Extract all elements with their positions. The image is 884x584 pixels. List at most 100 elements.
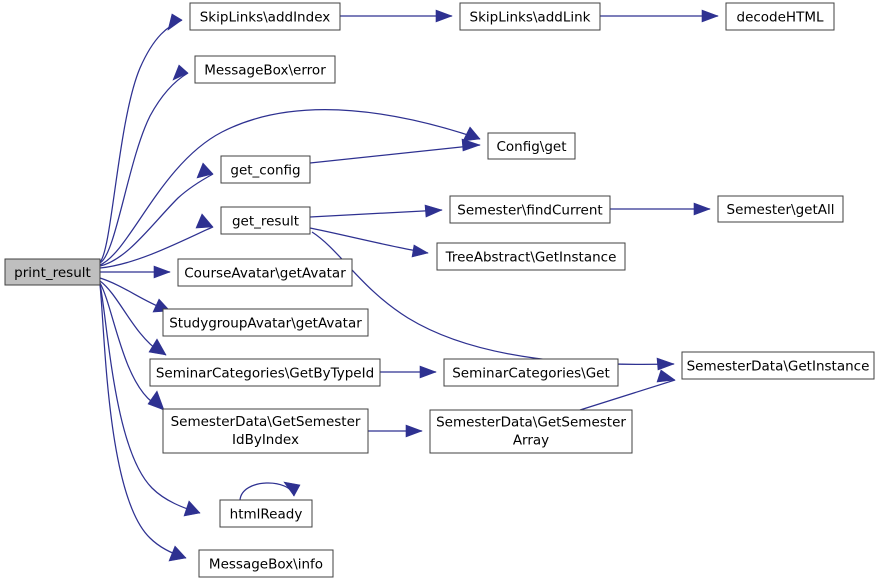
node-box[interactable] xyxy=(717,195,844,223)
node-courseavatar_getavatar[interactable]: CourseAvatar\getAvatar xyxy=(177,258,353,287)
edge-print_result-to-messagebox_info xyxy=(99,284,187,562)
arrowhead-icon xyxy=(656,369,676,383)
edge-line xyxy=(99,284,187,559)
arrowhead-icon xyxy=(435,9,453,23)
arrowhead-icon xyxy=(172,64,189,81)
node-box[interactable] xyxy=(4,258,101,286)
arrowhead-icon xyxy=(461,138,481,152)
arrowhead-icon xyxy=(167,13,183,31)
node-treeabstract_getinstance[interactable]: TreeAbstract\GetInstance xyxy=(436,242,626,271)
arrowhead-icon xyxy=(693,202,711,216)
arrowhead-icon xyxy=(656,357,675,371)
node-skiplinks_addindex[interactable]: SkipLinks\addIndex xyxy=(189,2,341,31)
node-box[interactable] xyxy=(219,499,313,528)
node-box[interactable] xyxy=(149,358,381,387)
arrowhead-icon xyxy=(283,481,301,497)
node-box[interactable] xyxy=(487,132,576,160)
edge-line xyxy=(309,209,443,218)
edge-line xyxy=(579,379,676,411)
arrowhead-icon xyxy=(405,424,423,438)
node-label: SkipLinks\addIndex xyxy=(200,10,331,26)
edge-get_result-to-treeabstract_getinstance xyxy=(309,227,429,258)
node-skiplinks_addlink[interactable]: SkipLinks\addLink xyxy=(459,2,601,31)
edge-get_config-to-config_get xyxy=(309,138,481,164)
node-messagebox_error[interactable]: MessageBox\error xyxy=(194,55,336,84)
node-print_result[interactable]: print_result xyxy=(4,258,101,286)
arrowhead-icon xyxy=(701,9,719,23)
arrowhead-icon xyxy=(147,390,165,411)
node-label: SkipLinks\addLink xyxy=(470,10,591,26)
node-label: Semester\findCurrent xyxy=(457,203,602,219)
node-config_get[interactable]: Config\get xyxy=(487,132,576,160)
node-label: SemesterData\GetSemester xyxy=(436,415,626,431)
node-label: Semester\getAll xyxy=(727,202,835,218)
node-label: MessageBox\error xyxy=(204,63,326,79)
node-label: MessageBox\info xyxy=(209,557,323,573)
node-decodehtml[interactable]: decodeHTML xyxy=(725,2,835,31)
arrowhead-icon xyxy=(419,365,437,379)
node-label: SeminarCategories\Get xyxy=(452,366,610,382)
arrowhead-icon xyxy=(183,500,201,517)
node-studygroupavatar_getavatar[interactable]: StudygroupAvatar\getAvatar xyxy=(162,308,369,337)
node-box[interactable] xyxy=(449,195,611,224)
arrowhead-icon xyxy=(153,265,171,279)
node-box[interactable] xyxy=(443,358,619,387)
node-label: TreeAbstract\GetInstance xyxy=(445,250,617,266)
node-seminarcategories_bytypeid[interactable]: SeminarCategories\GetByTypeId xyxy=(149,358,381,387)
edge-line xyxy=(239,482,295,501)
edge-line xyxy=(99,226,214,269)
node-label: SemesterData\GetInstance xyxy=(687,359,870,375)
node-box[interactable] xyxy=(162,308,369,337)
node-box[interactable] xyxy=(162,408,369,454)
node-box[interactable] xyxy=(220,206,311,235)
node-label: decodeHTML xyxy=(737,10,824,26)
node-box[interactable] xyxy=(198,549,334,578)
node-semester_findcurrent[interactable]: Semester\findCurrent xyxy=(449,195,611,224)
arrowhead-icon xyxy=(196,162,214,179)
node-get_result[interactable]: get_result xyxy=(220,206,311,235)
node-label-line2: IdByIndex xyxy=(232,432,299,448)
node-box[interactable] xyxy=(429,409,633,454)
node-semester_getall[interactable]: Semester\getAll xyxy=(717,195,844,223)
edge-skiplinks_addindex-to-skiplinks_addlink xyxy=(340,9,453,23)
arrowhead-icon xyxy=(462,126,481,142)
edge-print_result-to-htmlready xyxy=(99,283,201,517)
node-box[interactable] xyxy=(459,2,601,31)
edge-htmlready-to-htmlready xyxy=(239,481,301,501)
node-semesterdata_getinstance[interactable]: SemesterData\GetInstance xyxy=(681,351,875,380)
edge-skiplinks_addlink-to-decodehtml xyxy=(600,9,719,23)
edge-print_result-to-courseavatar_getavatar xyxy=(100,265,171,279)
edge-print_result-to-config_get xyxy=(99,109,481,266)
node-label: SeminarCategories\GetByTypeId xyxy=(156,366,374,382)
node-htmlready[interactable]: htmlReady xyxy=(219,499,313,528)
edge-seminarcategories_bytypeid-to-seminarcategories_get xyxy=(380,365,437,379)
edge-line xyxy=(309,144,481,164)
node-label: print_result xyxy=(14,265,91,281)
node-label: Config\get xyxy=(496,139,566,155)
edge-line xyxy=(99,19,183,263)
edge-semester_findcurrent-to-semester_getall xyxy=(610,202,711,216)
arrowhead-icon xyxy=(148,338,167,356)
nodes-layer: print_result SkipLinks\addIndex SkipLinks\… xyxy=(4,2,875,578)
node-box[interactable] xyxy=(436,242,626,271)
node-messagebox_info[interactable]: MessageBox\info xyxy=(198,549,334,578)
edge-print_result-to-studygroupavatar_getavatar xyxy=(99,277,171,313)
node-label: get_result xyxy=(232,214,299,230)
edge-line xyxy=(99,72,189,264)
node-box[interactable] xyxy=(725,2,835,31)
edge-line xyxy=(99,173,214,267)
edge-get_result-to-semester_findcurrent xyxy=(309,204,443,218)
node-box[interactable] xyxy=(681,351,875,380)
node-box[interactable] xyxy=(220,155,311,184)
node-box[interactable] xyxy=(189,2,341,31)
arrowhead-icon xyxy=(424,204,443,218)
node-box[interactable] xyxy=(194,55,336,84)
node-get_config[interactable]: get_config xyxy=(220,155,311,184)
node-seminarcategories_get[interactable]: SeminarCategories\Get xyxy=(443,358,619,387)
edge-print_result-to-get_result xyxy=(99,213,214,269)
node-box[interactable] xyxy=(177,258,353,287)
node-label: htmlReady xyxy=(230,507,303,523)
